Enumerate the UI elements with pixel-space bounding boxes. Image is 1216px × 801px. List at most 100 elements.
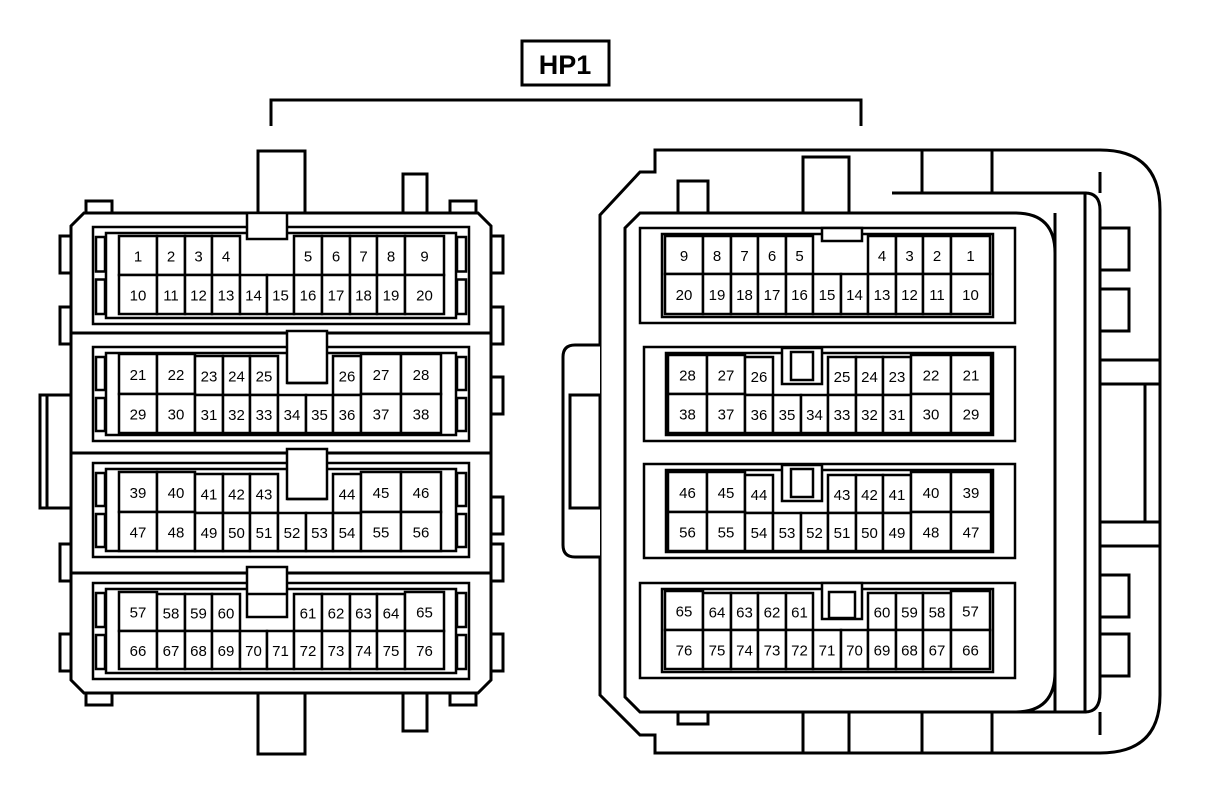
left-pin-label: 51 xyxy=(256,525,273,542)
left-pin-cell xyxy=(304,511,335,553)
left-pin-50 xyxy=(221,511,252,553)
right-pin-47 xyxy=(949,510,993,553)
left-pin-label: 57 xyxy=(130,605,147,622)
right-pin-cell xyxy=(949,589,992,632)
right-pin-label: 21 xyxy=(963,368,980,385)
left-pin-label: 5 xyxy=(304,249,312,266)
right-pin-cell xyxy=(729,234,760,276)
left-pin-label: 62 xyxy=(328,606,345,623)
left-pin-label: 46 xyxy=(413,485,430,502)
left-pin-label: 1 xyxy=(134,249,142,266)
right-pin-label: 44 xyxy=(751,487,768,504)
right-pin-1 xyxy=(949,234,992,276)
left-pin-23 xyxy=(193,354,225,397)
left-pin-cell xyxy=(403,234,446,277)
right-pin-label: 68 xyxy=(901,643,918,660)
left-pin-cell xyxy=(304,393,335,435)
left-pin-label: 58 xyxy=(163,606,180,623)
left-pin-4 xyxy=(210,234,242,277)
left-pin-13 xyxy=(210,273,242,316)
right-pin-cell xyxy=(949,628,992,671)
left-pin-cell xyxy=(320,629,352,671)
left-pin-label: 68 xyxy=(190,643,207,660)
left-block-slot xyxy=(94,396,107,433)
right-pin-label: 58 xyxy=(929,605,946,622)
right-pin-label: 23 xyxy=(889,369,906,386)
left-block-slot xyxy=(94,278,107,316)
left-pin-54 xyxy=(331,511,363,553)
left-pin-label: 22 xyxy=(168,367,185,384)
right-block-key-inner xyxy=(827,590,857,620)
left-pin-label: 37 xyxy=(373,407,390,424)
left-pin-label: 66 xyxy=(130,643,147,660)
left-pin-label: 43 xyxy=(256,487,273,504)
left-pin-cell xyxy=(248,511,280,553)
right-pin-cell xyxy=(909,510,953,553)
left-pin-cell xyxy=(403,629,446,671)
right-pin-cell xyxy=(949,392,993,435)
right-pin-cell xyxy=(949,234,992,276)
right-pin-label: 2 xyxy=(933,248,941,265)
left-pin-label: 76 xyxy=(416,643,433,660)
left-pin-cell xyxy=(399,470,443,514)
right-pin-label: 15 xyxy=(819,287,836,304)
right-pin-label: 76 xyxy=(676,643,693,660)
left-pin-label: 65 xyxy=(416,605,433,622)
left-pin-label: 52 xyxy=(284,525,301,542)
left-pin-label: 49 xyxy=(201,525,218,542)
right-pin-label: 42 xyxy=(861,487,878,504)
left-pin-cell xyxy=(320,592,352,633)
left-pin-cell xyxy=(399,392,443,435)
right-pin-label: 10 xyxy=(962,287,979,304)
left-pin-label: 60 xyxy=(218,606,235,623)
right-pin-label: 62 xyxy=(764,605,781,622)
left-pin-label: 38 xyxy=(413,407,430,424)
left-pin-label: 33 xyxy=(256,407,273,424)
left-pin-cell xyxy=(359,470,403,514)
left-pin-cell xyxy=(399,510,443,553)
left-pin-label: 25 xyxy=(256,369,273,386)
left-key-3 xyxy=(285,447,329,501)
left-pin-60 xyxy=(210,592,242,633)
left-pin-17 xyxy=(320,273,352,316)
right-pin-16 xyxy=(784,272,815,316)
left-pin-76 xyxy=(403,629,446,671)
left-pin-56 xyxy=(399,510,443,553)
right-pin-54 xyxy=(743,511,775,553)
right-pin-label: 38 xyxy=(679,407,696,424)
right-pin-cell xyxy=(921,272,953,316)
left-pin-label: 72 xyxy=(300,643,317,660)
left-pin-label: 28 xyxy=(413,367,430,384)
right-pin-label: 7 xyxy=(740,248,748,265)
left-pin-label: 41 xyxy=(201,487,218,504)
right-pin-label: 70 xyxy=(846,643,863,660)
left-pin-cell xyxy=(183,629,214,671)
right-pin-19 xyxy=(701,272,733,316)
right-pin-label: 75 xyxy=(709,643,726,660)
right-pin-label: 5 xyxy=(795,248,803,265)
left-pin-label: 30 xyxy=(168,407,185,424)
left-pin-45 xyxy=(359,470,403,514)
left-pin-label: 53 xyxy=(311,525,328,542)
right-pin-32 xyxy=(854,393,885,435)
left-pin-cell xyxy=(155,234,187,277)
left-pin-label: 70 xyxy=(245,643,262,660)
left-pin-cell xyxy=(320,273,352,316)
right-pin-label: 65 xyxy=(676,604,693,621)
right-pin-label: 52 xyxy=(806,525,823,542)
right-pin-cell xyxy=(949,510,993,553)
right-pin-label: 41 xyxy=(889,487,906,504)
right-pin-40 xyxy=(909,470,953,514)
left-pin-label: 69 xyxy=(218,643,235,660)
right-pin-cell xyxy=(666,392,709,435)
left-pin-label: 23 xyxy=(201,369,218,386)
right-pin-label: 18 xyxy=(736,287,753,304)
right-pin-74 xyxy=(729,628,760,671)
left-pin-37 xyxy=(359,392,403,435)
left-pin-label: 24 xyxy=(228,369,245,386)
left-pin-label: 20 xyxy=(416,288,433,305)
right-pin-cell xyxy=(784,234,815,276)
left-pin-label: 59 xyxy=(190,606,207,623)
left-pin-cell xyxy=(117,234,159,277)
right-pin-label: 1 xyxy=(966,248,974,265)
